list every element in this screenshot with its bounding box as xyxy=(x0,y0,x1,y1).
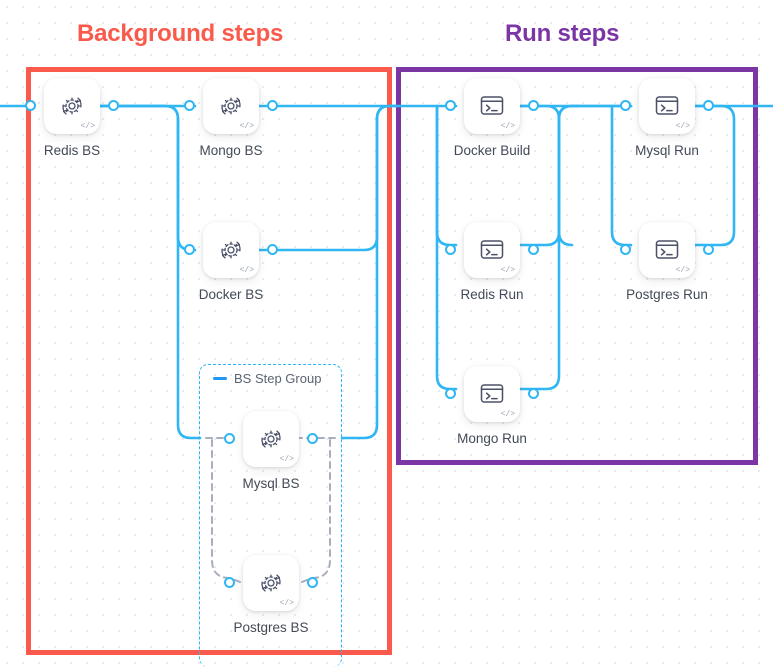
terminal-icon xyxy=(464,366,520,422)
node-card[interactable]: </> xyxy=(184,78,278,134)
section-title-run-steps: Run steps xyxy=(505,20,620,47)
node-card[interactable]: </> xyxy=(445,222,539,278)
node-label: Docker BS xyxy=(198,287,264,302)
service-gear-icon xyxy=(44,78,100,134)
node-postgres-bs[interactable]: </> Postgres BS xyxy=(224,555,318,635)
service-gear-icon xyxy=(243,411,299,467)
code-badge-icon: </> xyxy=(279,599,294,608)
node-card[interactable]: </> xyxy=(620,222,714,278)
edge-redis-bs-to-step-group xyxy=(95,104,202,440)
node-card[interactable]: </> xyxy=(25,78,119,134)
code-badge-icon: </> xyxy=(500,410,515,419)
terminal-icon xyxy=(464,78,520,134)
node-input-port[interactable] xyxy=(184,244,195,255)
service-gear-icon xyxy=(243,555,299,611)
node-label: Postgres BS xyxy=(233,620,309,635)
node-input-port[interactable] xyxy=(224,433,235,444)
node-label: Docker Build xyxy=(453,143,531,158)
node-label: Redis BS xyxy=(43,143,101,158)
node-label: Redis Run xyxy=(460,287,524,302)
node-output-port[interactable] xyxy=(267,244,278,255)
node-input-port[interactable] xyxy=(445,100,456,111)
group-box-run-steps xyxy=(396,67,758,465)
edge-mysql-run-to-postgres-run xyxy=(692,104,736,247)
node-label: Mongo Run xyxy=(457,431,527,446)
code-badge-icon: </> xyxy=(279,455,294,464)
terminal-icon xyxy=(639,222,695,278)
terminal-icon xyxy=(464,222,520,278)
node-mysql-run[interactable]: </> Mysql Run xyxy=(620,78,714,158)
node-output-port[interactable] xyxy=(528,244,539,255)
node-docker-build[interactable]: </> Docker Build xyxy=(445,78,539,158)
node-output-port[interactable] xyxy=(108,100,119,111)
edge-step-group-to-rail xyxy=(340,104,398,440)
minus-icon[interactable] xyxy=(213,377,227,380)
service-gear-icon xyxy=(203,78,259,134)
node-output-port[interactable] xyxy=(703,100,714,111)
code-badge-icon: </> xyxy=(675,122,690,131)
code-badge-icon: </> xyxy=(239,122,254,131)
node-input-port[interactable] xyxy=(184,100,195,111)
node-redis-run[interactable]: </> Redis Run xyxy=(445,222,539,302)
node-docker-bs[interactable]: </> Docker BS xyxy=(184,222,278,302)
node-card[interactable]: </> xyxy=(620,78,714,134)
edge-mongo-run-to-rail xyxy=(517,104,580,391)
node-input-port[interactable] xyxy=(620,244,631,255)
code-badge-icon: </> xyxy=(675,266,690,275)
node-output-port[interactable] xyxy=(528,388,539,399)
node-redis-bs[interactable]: </> Redis BS xyxy=(25,78,119,158)
node-output-port[interactable] xyxy=(528,100,539,111)
node-card[interactable]: </> xyxy=(445,78,539,134)
bs-step-group-label: BS Step Group xyxy=(234,371,322,386)
edge-docker-bs-to-rail xyxy=(254,104,398,252)
node-output-port[interactable] xyxy=(267,100,278,111)
node-mongo-bs[interactable]: </> Mongo BS xyxy=(184,78,278,158)
node-mysql-bs[interactable]: </> Mysql BS xyxy=(224,411,318,491)
node-input-port[interactable] xyxy=(445,244,456,255)
node-output-port[interactable] xyxy=(307,433,318,444)
node-label: Mysql BS xyxy=(242,476,300,491)
node-output-port[interactable] xyxy=(307,577,318,588)
node-label: Mysql Run xyxy=(635,143,699,158)
node-card[interactable]: </> xyxy=(224,555,318,611)
service-gear-icon xyxy=(203,222,259,278)
code-badge-icon: </> xyxy=(80,122,95,131)
group-box-background-steps xyxy=(26,67,392,655)
terminal-icon xyxy=(639,78,695,134)
node-card[interactable]: </> xyxy=(224,411,318,467)
node-label: Mongo BS xyxy=(199,143,263,158)
node-input-port[interactable] xyxy=(224,577,235,588)
code-badge-icon: </> xyxy=(239,266,254,275)
node-mongo-run[interactable]: </> Mongo Run xyxy=(445,366,539,446)
node-input-port[interactable] xyxy=(25,100,36,111)
node-output-port[interactable] xyxy=(703,244,714,255)
bs-step-group-header[interactable]: BS Step Group xyxy=(213,371,321,386)
section-title-background-steps: Background steps xyxy=(77,20,284,47)
node-card[interactable]: </> xyxy=(184,222,278,278)
code-badge-icon: </> xyxy=(500,266,515,275)
code-badge-icon: </> xyxy=(500,122,515,131)
node-postgres-run[interactable]: </> Postgres Run xyxy=(620,222,714,302)
bs-step-group-container[interactable] xyxy=(199,364,342,667)
node-label: Postgres Run xyxy=(626,287,708,302)
node-input-port[interactable] xyxy=(620,100,631,111)
node-card[interactable]: </> xyxy=(445,366,539,422)
node-input-port[interactable] xyxy=(445,388,456,399)
